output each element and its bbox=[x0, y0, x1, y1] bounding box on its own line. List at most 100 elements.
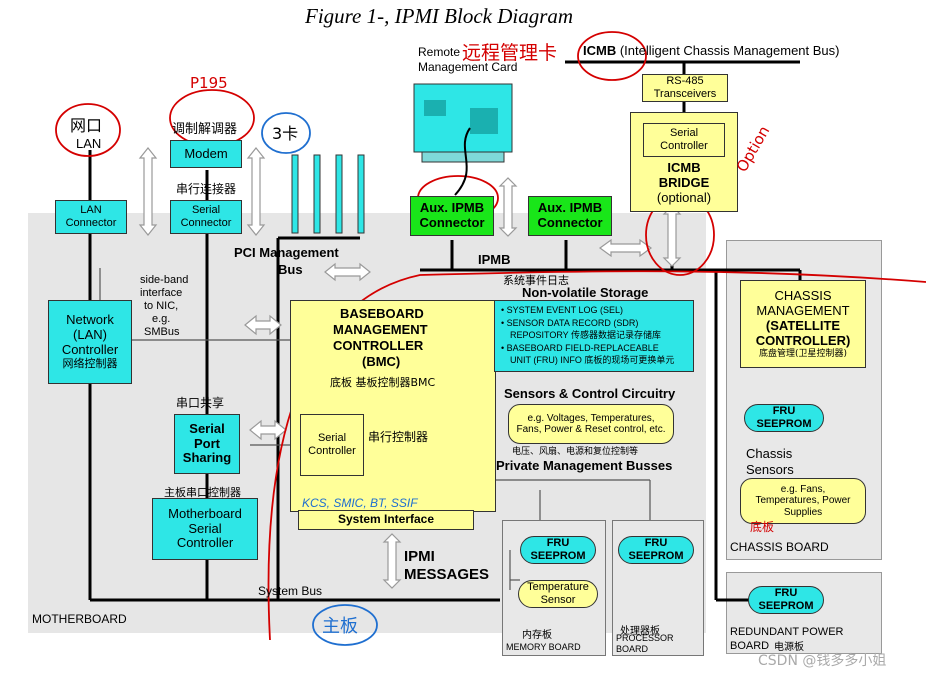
icmb-label-strong: ICMB bbox=[583, 43, 617, 58]
aux-ipmb-connector-2: Aux. IPMB Connector bbox=[528, 196, 612, 236]
aux-ipmb-1-line2: Connector bbox=[419, 215, 485, 230]
icmb-label-rest: (Intelligent Chassis Management Bus) bbox=[616, 43, 840, 58]
mem-fru-line1: FRU bbox=[546, 537, 570, 550]
modem-note: 调制解调器 bbox=[172, 122, 238, 137]
chassis-sensors-line1: Chassis bbox=[746, 446, 793, 461]
sensors-line1: e.g. Voltages, Temperatures, bbox=[527, 412, 655, 424]
nv-storage-box: • SYSTEM EVENT LOG (SEL) • SENSOR DATA R… bbox=[494, 300, 694, 372]
rs485-line1: RS-485 bbox=[666, 75, 704, 88]
system-interface: System Interface bbox=[298, 510, 474, 530]
system-interface-note: KCS, SMIC, BT, SSIF bbox=[302, 496, 418, 510]
motherboard-serial-controller: Motherboard Serial Controller bbox=[152, 498, 258, 560]
nv-item-1-text: SYSTEM EVENT LOG (SEL) bbox=[506, 305, 624, 315]
aux-ipmb-2-line2: Connector bbox=[537, 215, 603, 230]
sideband-line4: e.g. bbox=[152, 313, 171, 325]
sensors-box: e.g. Voltages, Temperatures, Fans, Power… bbox=[508, 404, 674, 444]
private-busses: Private Management Busses bbox=[496, 458, 673, 473]
nv-item-4-text: BASEBOARD FIELD-REPLACEABLE bbox=[506, 342, 659, 353]
ipmi-messages-line1: IPMI bbox=[404, 548, 435, 565]
redundant-power-line1: REDUNDANT POWER bbox=[730, 626, 844, 638]
bmc-serial-note: 串行控制器 bbox=[368, 430, 429, 444]
mbs-line2: Serial bbox=[188, 520, 222, 536]
bmc-box bbox=[290, 300, 496, 512]
chassis-fru-seeprom: FRU SEEPROM bbox=[744, 404, 824, 432]
ipmb-label: IPMB bbox=[478, 252, 511, 267]
icmb-serial-line1: Serial bbox=[669, 127, 699, 140]
sideband-line5: SMBus bbox=[144, 326, 180, 338]
figure-title: Figure 1-, IPMI Block Diagram bbox=[305, 4, 574, 28]
lan-note: 网口 bbox=[70, 116, 103, 135]
serial-port-sharing-note: 串口共享 bbox=[176, 396, 225, 410]
chassis-eg-line3: Supplies bbox=[783, 506, 823, 518]
pci-bus-line1: PCI Management bbox=[234, 245, 339, 260]
chassis-eg-line2: Temperatures, Power bbox=[755, 495, 851, 507]
pci-card-note: 3卡 bbox=[272, 124, 299, 143]
watermark: CSDN @钱多多小姐 bbox=[758, 653, 887, 669]
chassis-note: 底盘管理(卫星控制器) bbox=[758, 348, 848, 359]
nv-storage-note: 系统事件日志 bbox=[503, 274, 569, 287]
chassis-board-note: 底板 bbox=[750, 520, 775, 534]
lan-connector: LAN Connector bbox=[55, 200, 127, 234]
proc-fru-line2: SEEPROM bbox=[628, 550, 684, 562]
power-fru-line2: SEEPROM bbox=[758, 600, 814, 612]
chassis-fru-line1: FRU bbox=[772, 405, 796, 418]
lan-connector-line1: LAN bbox=[80, 204, 102, 217]
sideband-line3: to NIC, bbox=[144, 300, 179, 312]
memory-board-label: MEMORY BOARD bbox=[506, 642, 581, 652]
redundant-power-note: 电源板 bbox=[774, 642, 804, 653]
serial-connector-note: 串行连接器 bbox=[176, 182, 237, 196]
nv-item-2-text: SENSOR DATA RECORD (SDR) bbox=[506, 317, 639, 328]
serial-port-sharing: Serial Port Sharing bbox=[174, 414, 240, 474]
ipmi-messages-line2: MESSAGES bbox=[404, 566, 490, 583]
remote-card-note: 远程管理卡 bbox=[462, 42, 558, 64]
memory-temperature-sensor: Temperature Sensor bbox=[518, 580, 598, 608]
network-line1: Network bbox=[66, 312, 114, 328]
mem-temp-line1: Temperature bbox=[527, 581, 589, 594]
bmc-line4: (BMC) bbox=[362, 354, 401, 369]
sideband-line1: side-band bbox=[140, 274, 189, 286]
modem-note-top: P195 bbox=[190, 74, 228, 92]
power-fru-seeprom: FRU SEEPROM bbox=[748, 586, 824, 614]
processor-fru-seeprom: FRU SEEPROM bbox=[618, 536, 694, 564]
lan-label: LAN bbox=[76, 136, 102, 151]
nv-item-1: • SYSTEM EVENT LOG (SEL) bbox=[501, 305, 624, 315]
proc-fru-line1: FRU bbox=[644, 537, 668, 550]
lan-connector-line2: Connector bbox=[65, 217, 117, 229]
network-note: 网络控制器 bbox=[62, 357, 118, 371]
icmb-serial-controller: Serial Controller bbox=[643, 123, 725, 157]
pci-bus-line2: Bus bbox=[278, 262, 303, 277]
memory-fru-seeprom: FRU SEEPROM bbox=[520, 536, 596, 564]
chassis-line3: (SATELLITE bbox=[765, 317, 841, 333]
mbs-line3: Controller bbox=[176, 535, 234, 551]
modem-box: Modem bbox=[170, 140, 242, 168]
serial-connector-line2: Connector bbox=[180, 217, 232, 229]
remote-card-label-line2: Management Card bbox=[418, 60, 518, 74]
memory-board-note: 内存板 bbox=[522, 630, 552, 641]
network-controller: Network (LAN) Controller 网络控制器 bbox=[48, 300, 132, 384]
nv-storage-title: Non-volatile Storage bbox=[522, 285, 649, 300]
icmb-bridge-title1: ICMB bbox=[667, 160, 701, 175]
sideband-line2: interface bbox=[140, 287, 183, 299]
mb-serial-note: 主板串口控制器 bbox=[164, 486, 241, 499]
icmb-label: ICMB (Intelligent Chassis Management Bus… bbox=[583, 43, 840, 58]
chassis-line2: MANAGEMENT bbox=[756, 302, 850, 318]
sps-line1: Serial bbox=[189, 420, 225, 436]
icmb-serial-line2: Controller bbox=[660, 140, 708, 152]
chassis-line1: CHASSIS bbox=[774, 287, 832, 303]
nv-item-2: • SENSOR DATA RECORD (SDR) bbox=[501, 317, 639, 328]
serial-connector-line1: Serial bbox=[191, 204, 221, 217]
network-line3: Controller bbox=[61, 342, 119, 358]
nv-item-3-text: REPOSITORY 传感器数据记录存储库 bbox=[510, 330, 662, 341]
network-line2: (LAN) bbox=[73, 327, 107, 343]
sensors-line2: Fans, Power & Reset control, etc. bbox=[516, 424, 666, 435]
chassis-sensors-line2: Sensors bbox=[746, 462, 794, 477]
mem-fru-line2: SEEPROM bbox=[530, 550, 586, 562]
modem-label: Modem bbox=[184, 145, 228, 161]
bmc-line3: CONTROLLER bbox=[333, 338, 424, 353]
bmc-serial-line1: Serial bbox=[317, 432, 347, 445]
system-interface-label: System Interface bbox=[337, 512, 435, 527]
chassis-fru-line2: SEEPROM bbox=[756, 418, 812, 430]
aux-ipmb-2-line1: Aux. IPMB bbox=[537, 200, 603, 216]
sps-line3: Sharing bbox=[182, 450, 232, 466]
